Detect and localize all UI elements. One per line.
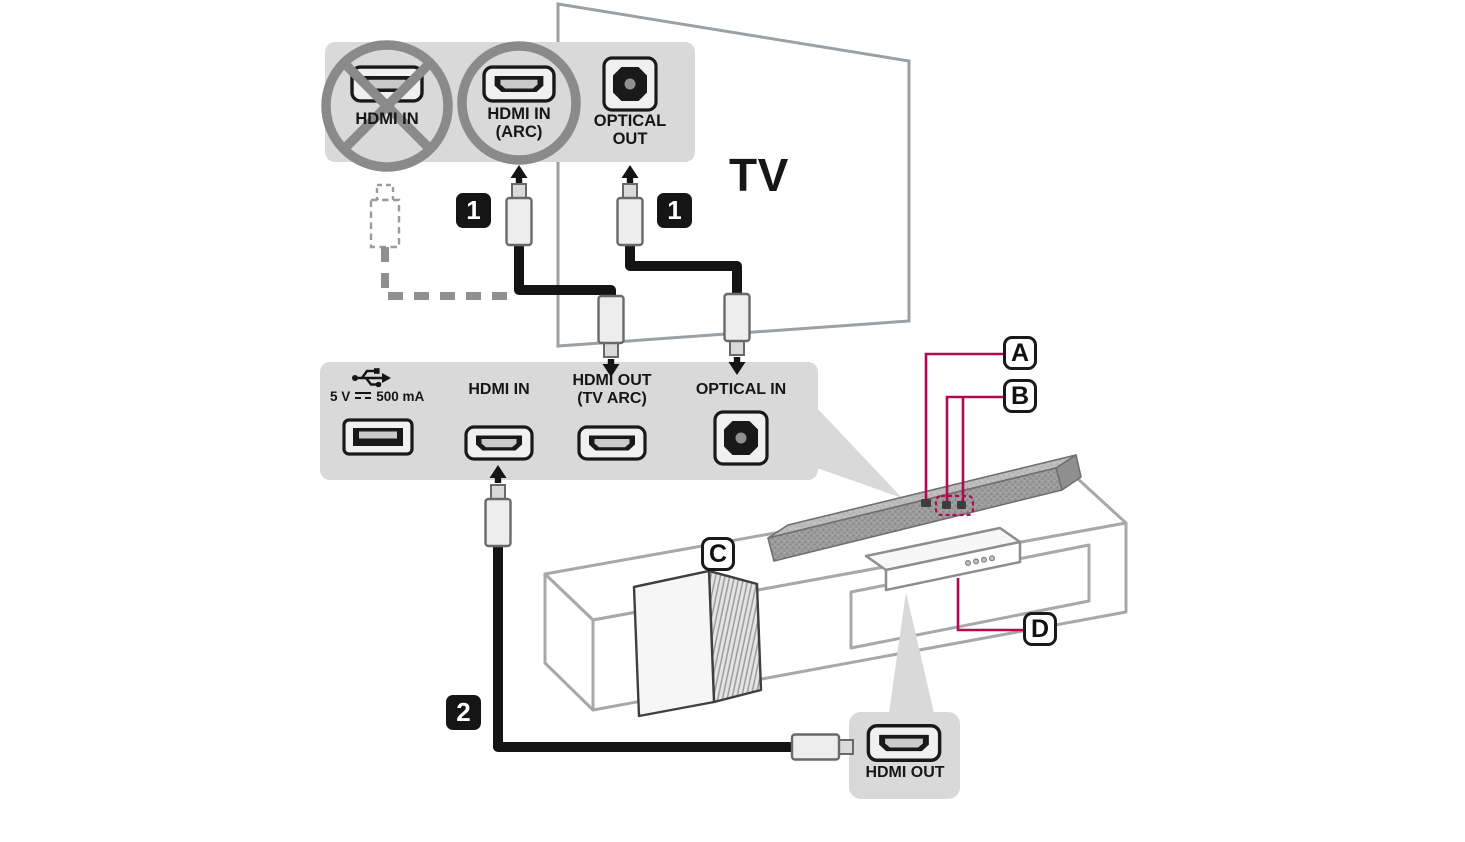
callout-c-badge: C xyxy=(701,537,735,571)
highlight-circle-icon xyxy=(457,41,581,165)
buttons-dashed-outline xyxy=(934,494,975,517)
optical-cable xyxy=(616,165,751,375)
hdmi-plug-icon xyxy=(790,733,855,761)
soundbar-front-face xyxy=(767,467,1063,562)
tv-optical-out-label-group: OPTICAL OUT xyxy=(577,112,683,149)
dashed-cable xyxy=(369,183,513,300)
tv-hdmi-in-arc-sublabel: (ARC) xyxy=(495,123,543,142)
step-1-badge-hdmi: 1 xyxy=(456,193,491,228)
tv-hdmi-in-label: HDMI IN xyxy=(355,110,419,128)
device-hdmi-out-label: HDMI OUT xyxy=(865,764,945,781)
device-panel-pointer xyxy=(889,592,934,713)
usb-current-label: 500 mA xyxy=(376,389,425,404)
tv-label: TV xyxy=(729,149,789,201)
usb-volts-label: 5 V xyxy=(330,389,351,404)
hdmi-arc-cable xyxy=(505,165,625,377)
subwoofer xyxy=(632,569,763,718)
usb-trident-icon xyxy=(352,368,391,388)
tv-hdmi-in-arc-label-group: HDMI IN (ARC) xyxy=(459,105,579,142)
tv-optical-out-port-icon xyxy=(602,56,658,112)
tv-hdmi-in-arc-port-icon xyxy=(482,65,556,103)
bar-panel-pointer xyxy=(817,408,902,498)
step-2-badge: 2 xyxy=(446,695,481,730)
soundbar-buttons xyxy=(921,499,966,509)
optical-plug-icon xyxy=(723,292,751,357)
tv-optical-out-sublabel: OUT xyxy=(612,130,648,149)
bar-usb-port-icon xyxy=(342,418,414,456)
stand-left-face xyxy=(543,572,595,712)
step-1-badge-optical: 1 xyxy=(657,193,692,228)
hdmi-plug-icon xyxy=(484,483,512,548)
set-top-box xyxy=(864,526,1022,592)
callout-d-badge: D xyxy=(1023,612,1057,646)
hdmi-plug-icon xyxy=(505,182,533,247)
bar-optical-in-port-icon xyxy=(713,410,769,466)
bar-hdmi-out-label: HDMI OUT xyxy=(572,372,652,389)
hdmi-plug-icon xyxy=(597,294,625,359)
bar-ports-panel xyxy=(320,362,818,480)
dashed-plug-icon xyxy=(369,183,401,249)
bar-optical-in-label: OPTICAL IN xyxy=(695,381,787,398)
callout-line-b xyxy=(945,395,1003,502)
bar-hdmi-in-port-icon xyxy=(464,425,534,461)
subwoofer-grille-face xyxy=(707,569,763,704)
device-front-buttons xyxy=(964,555,995,566)
subwoofer-front-face xyxy=(632,569,716,718)
dc-symbol-icon xyxy=(355,392,372,401)
bar-hdmi-out-arc-port-icon xyxy=(577,425,647,461)
device-hdmi-out-port-icon xyxy=(866,723,942,763)
usb-spec-label: 5 V 500 mA xyxy=(330,389,424,404)
bar-hdmi-out-label-group: HDMI OUT (TV ARC) xyxy=(551,372,673,407)
bar-hdmi-out-sublabel: (TV ARC) xyxy=(577,389,647,407)
prohibition-circle-icon xyxy=(321,40,453,172)
callout-line-d xyxy=(956,578,1023,632)
device-hdmi-cable xyxy=(484,465,855,761)
soundbar xyxy=(767,454,1082,562)
tv-optical-out-label: OPTICAL xyxy=(593,112,667,130)
callout-line-a xyxy=(924,352,1003,503)
arrow-up-icon xyxy=(510,165,528,183)
callout-lines xyxy=(924,352,1023,632)
tv-hdmi-in-arc-label: HDMI IN xyxy=(487,105,551,123)
bar-hdmi-in-label: HDMI IN xyxy=(468,381,530,398)
callout-b-badge: B xyxy=(1003,379,1037,413)
callout-a-badge: A xyxy=(1003,336,1037,370)
